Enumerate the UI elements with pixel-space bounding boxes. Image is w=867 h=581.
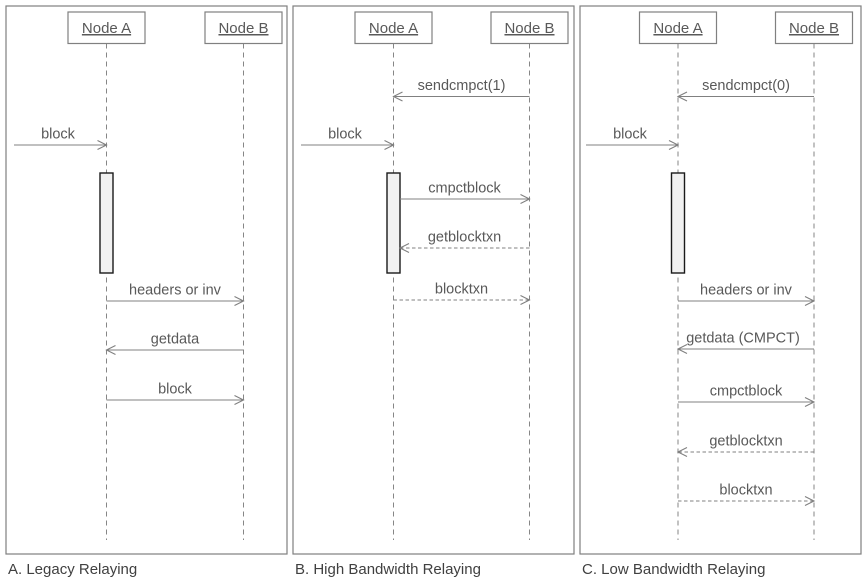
activation-bar: [386, 172, 401, 274]
message-getblocktxn: getblocktxn: [398, 230, 530, 253]
actor-box: [204, 11, 283, 45]
arrowhead-left: [676, 447, 688, 457]
message-getdata: getdata: [105, 332, 244, 355]
actor-label: Node A: [369, 20, 418, 37]
actor-label: Node B: [789, 20, 839, 37]
arrowhead-right: [234, 296, 245, 306]
message-label: getblocktxn: [709, 434, 782, 450]
arrowhead-right: [804, 496, 816, 506]
arrowhead-left: [105, 345, 116, 355]
arrowhead-right: [97, 140, 108, 150]
message-label: block: [328, 127, 363, 143]
message-label: cmpctblock: [710, 384, 783, 400]
panel-low-bandwidth-relaying: Node A Node B sendcmpct(0) block headers…: [579, 5, 862, 578]
arrowhead-right: [804, 397, 816, 407]
arrowhead-left: [676, 91, 688, 102]
actor-box: [67, 11, 146, 45]
arrowhead-right: [234, 395, 245, 405]
message-label: headers or inv: [129, 283, 222, 299]
arrowhead-right: [384, 140, 395, 150]
actor-node-b: Node B: [490, 11, 569, 45]
message-sendcmpct-1: sendcmpct(1): [392, 78, 530, 102]
message-label: cmpctblock: [428, 181, 501, 197]
message-getblocktxn: getblocktxn: [676, 434, 814, 457]
actor-node-a: Node A: [638, 11, 718, 45]
arrowhead-right: [804, 296, 816, 306]
actor-label: Node A: [653, 20, 702, 37]
actor-node-b: Node B: [204, 11, 283, 45]
arrowhead-left: [676, 344, 688, 354]
panel-frame: [5, 5, 288, 555]
message-headers-or-inv: headers or inv: [106, 283, 245, 306]
message-label: blocktxn: [435, 282, 488, 298]
message-headers-or-inv: headers or inv: [678, 283, 816, 306]
message-label: getdata: [151, 332, 200, 348]
actor-label: Node B: [218, 20, 268, 37]
panel-legacy-relaying: Node A Node B block headers or inv getda…: [5, 5, 288, 578]
actor-node-a: Node A: [354, 11, 433, 45]
actor-node-b: Node B: [774, 11, 854, 45]
message-label: sendcmpct(0): [702, 78, 790, 94]
message-block-in: block: [301, 127, 395, 150]
activation-bar: [670, 172, 686, 274]
message-blocktxn: blocktxn: [678, 483, 816, 506]
message-label: headers or inv: [700, 283, 793, 299]
actor-box: [638, 11, 718, 45]
panel-caption: C. Low Bandwidth Relaying: [582, 561, 765, 578]
panel-caption: A. Legacy Relaying: [8, 561, 137, 578]
message-cmpctblock: cmpctblock: [678, 384, 816, 407]
actor-box: [354, 11, 433, 45]
actor-node-a: Node A: [67, 11, 146, 45]
panel-high-bandwidth-relaying: Node A Node B sendcmpct(1) block cmpctbl…: [292, 5, 575, 578]
message-block-relay: block: [106, 382, 245, 405]
message-label: getdata (CMPCT): [686, 331, 800, 347]
actor-label: Node B: [504, 20, 554, 37]
message-getdata-cmpct: getdata (CMPCT): [676, 331, 814, 354]
message-blocktxn: blocktxn: [393, 282, 531, 305]
arrowhead-left: [398, 243, 410, 253]
arrowhead-right: [520, 295, 531, 305]
message-label: sendcmpct(1): [418, 78, 506, 94]
message-sendcmpct-0: sendcmpct(0): [676, 78, 814, 102]
message-cmpctblock: cmpctblock: [400, 181, 531, 204]
message-block-in: block: [14, 127, 108, 150]
message-label: getblocktxn: [428, 230, 501, 246]
panel-frame: [292, 5, 575, 555]
arrowhead-right: [520, 194, 531, 204]
message-label: blocktxn: [719, 483, 772, 499]
panel-caption: B. High Bandwidth Relaying: [295, 561, 481, 578]
arrowhead-right: [668, 140, 680, 150]
activation-bar: [99, 172, 114, 274]
arrowhead-left: [392, 91, 403, 102]
actor-label: Node A: [82, 20, 131, 37]
message-block-in: block: [586, 127, 680, 150]
actor-box: [490, 11, 569, 45]
actor-box: [774, 11, 854, 45]
message-label: block: [41, 127, 76, 143]
message-label: block: [158, 382, 193, 398]
message-label: block: [613, 127, 648, 143]
